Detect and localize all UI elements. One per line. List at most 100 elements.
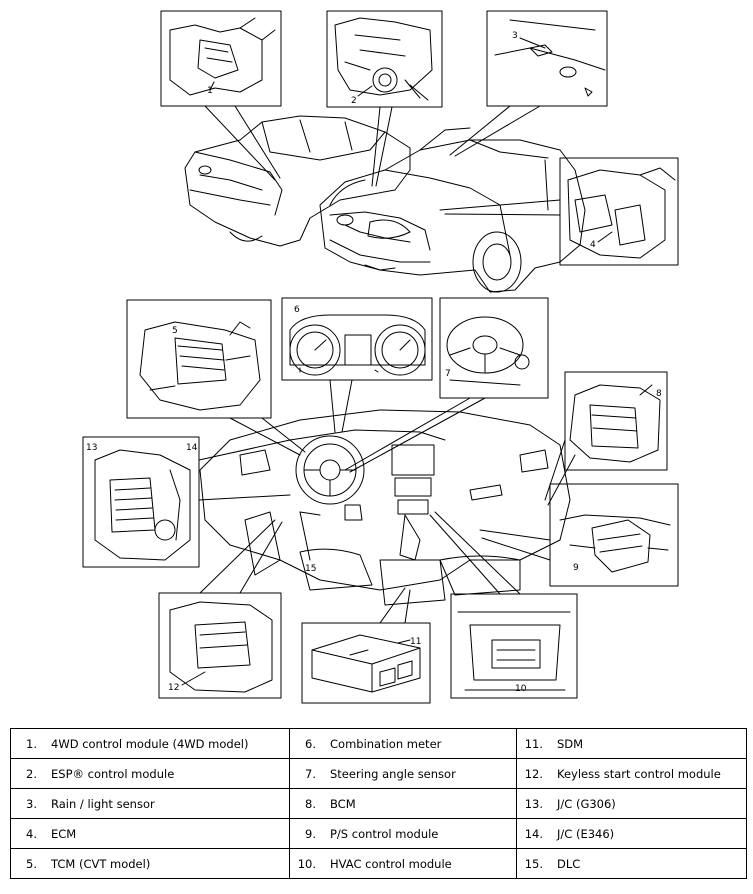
legend-label: ECM	[51, 826, 77, 841]
legend-label: SDM	[557, 736, 584, 751]
legend-cell: 15. DLC	[516, 848, 747, 879]
inset-13-14	[82, 436, 200, 568]
leader-line-1	[204, 105, 276, 181]
inset-2	[326, 10, 443, 108]
leader-line-5	[229, 417, 301, 456]
callout-13: 13	[86, 443, 97, 453]
leader-line-12	[199, 519, 276, 594]
legend-row: 3. Rain / light sensor 8. BCM 13. J/C (G306…	[10, 788, 747, 819]
legend-label: 4WD control module (4WD model)	[51, 736, 249, 751]
callout-10: 10	[515, 684, 527, 694]
callout-3: 3	[512, 31, 518, 41]
inset-1	[160, 10, 282, 107]
legend-row: 2. ESP® control module 7.Steering angle s…	[10, 758, 747, 789]
legend-number: 10.	[297, 856, 316, 871]
inset-12	[158, 592, 282, 699]
legend-number: 14.	[524, 826, 543, 841]
legend-label: Combination meter	[330, 736, 442, 751]
leader-line-8b	[547, 454, 576, 506]
legend-row: 5. TCM (CVT model) 10. HVAC control module…	[10, 848, 747, 879]
inset-7-steering	[439, 297, 549, 399]
leader-line-5b	[261, 417, 306, 453]
legend-number: 5.	[26, 856, 37, 871]
legend-number: 3.	[26, 796, 37, 811]
leader-line-11b	[404, 589, 411, 624]
legend-number: 15.	[524, 856, 543, 871]
leader-line-7b	[349, 397, 486, 473]
component-location-illustration: 1 2 3 4 5 6 7 8 9 10 11 12 13 14 15	[82, 10, 679, 704]
leader-line-3b	[454, 105, 541, 157]
legend-cell: 5. TCM (CVT model)	[10, 848, 290, 879]
legend-cell: 3. Rain / light sensor	[10, 788, 290, 819]
inset-11-sdm	[301, 622, 431, 704]
leader-line-6b	[341, 379, 353, 433]
inset-5	[126, 299, 272, 419]
leader-line-12b	[239, 521, 283, 594]
legend-number: 1.	[26, 736, 37, 751]
legend-number: 11.	[524, 736, 543, 751]
callout-14: 14	[186, 443, 198, 453]
callout-11: 11	[410, 637, 421, 647]
dashboard-drawing	[199, 409, 571, 606]
legend-cell: 12. Keyless start control module	[516, 758, 747, 789]
legend-cell: 1. 4WD control module (4WD model)	[10, 728, 290, 759]
inset-3	[486, 10, 608, 107]
callout-1: 1	[207, 86, 213, 96]
rear-car-drawing	[184, 115, 411, 247]
legend-number: 2.	[26, 766, 37, 781]
leader-line-9	[479, 529, 551, 541]
legend-number: 12.	[524, 766, 543, 781]
legend-cell: 13. J/C (G306)	[516, 788, 747, 819]
legend-table: 1. 4WD control module (4WD model) 6. Combi…	[10, 728, 747, 879]
legend-cell: 9. P/S control module	[289, 818, 517, 849]
legend-label: J/C (G306)	[557, 796, 616, 811]
inset-4	[559, 157, 679, 266]
legend-label: Keyless start control module	[557, 766, 721, 781]
leader-line-11	[379, 587, 406, 624]
leader-line-4	[439, 199, 561, 211]
legend-cell: 14. J/C (E346)	[516, 818, 747, 849]
inset-9-ps-module	[549, 483, 679, 587]
legend-row: 4. ECM 9. P/S control module 14. J/C (E346)	[10, 818, 747, 849]
legend-number: 7.	[305, 766, 316, 781]
leader-line-8	[544, 439, 566, 501]
legend-cell: 8. BCM	[289, 788, 517, 819]
leader-line-13b	[198, 494, 291, 501]
legend-label: J/C (E346)	[557, 826, 615, 841]
leader-line-10b	[434, 511, 521, 595]
legend-cell: 2. ESP® control module	[10, 758, 290, 789]
legend-label: BCM	[330, 796, 356, 811]
leader-line-2	[371, 106, 381, 187]
legend-label: TCM (CVT model)	[51, 856, 151, 871]
inset-10-hvac	[450, 593, 578, 699]
legend-cell: 7.Steering angle sensor	[289, 758, 517, 789]
callout-5: 5	[172, 326, 178, 336]
legend-cell: 6. Combination meter	[289, 728, 517, 759]
leader-line-10	[429, 514, 501, 595]
leader-line-4b	[444, 213, 561, 216]
leader-line-13	[198, 439, 291, 461]
callout-4: 4	[590, 240, 596, 250]
legend-number: 4.	[26, 826, 37, 841]
callout-15: 15	[305, 564, 316, 574]
legend-number: 9.	[305, 826, 316, 841]
legend-label: P/S control module	[330, 826, 439, 841]
legend-number: 13.	[524, 796, 543, 811]
legend-cell: 11. SDM	[516, 728, 747, 759]
leader-line-3	[449, 105, 511, 156]
callout-9: 9	[573, 563, 579, 573]
legend-label: DLC	[557, 856, 581, 871]
leader-line-2b	[375, 106, 393, 187]
callout-12: 12	[168, 683, 179, 693]
callout-2: 2	[351, 96, 357, 106]
legend-label: HVAC control module	[330, 856, 452, 871]
legend-cell: 4. ECM	[10, 818, 290, 849]
legend-label: ESP® control module	[51, 766, 175, 781]
legend-label: Rain / light sensor	[51, 796, 155, 811]
legend-number: 8.	[305, 796, 316, 811]
leader-line-9b	[481, 537, 551, 561]
legend-row: 1. 4WD control module (4WD model) 6. Combi…	[10, 728, 747, 759]
leader-line-7	[344, 397, 471, 471]
legend-number: 6.	[305, 736, 316, 751]
front-car-drawing	[319, 127, 586, 293]
